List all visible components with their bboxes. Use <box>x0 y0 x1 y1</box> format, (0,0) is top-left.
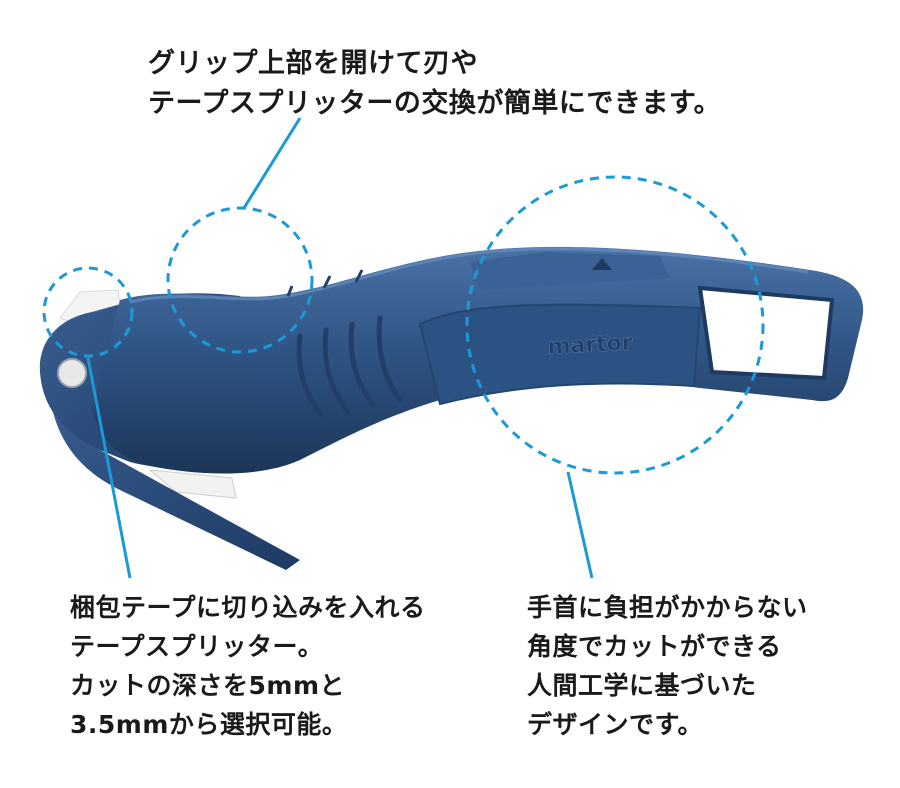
callout-circle-handle <box>465 175 765 475</box>
callout-left-text: 梱包テープに切り込みを入れる テープスプリッター。 カットの深さを5mmと 3.… <box>70 588 426 744</box>
top-notches <box>286 269 364 297</box>
callout-left-line-1: 梱包テープに切り込みを入れる <box>70 593 426 622</box>
splitter-blade-edge <box>148 469 237 499</box>
top-ridge <box>129 247 809 304</box>
callout-right-text: 手首に負担がかからない 角度でカットができる 人間工学に基づいた デザインです。 <box>527 588 808 744</box>
grip-grooves <box>296 315 403 419</box>
leader-line-left <box>86 357 132 579</box>
splitter-arm <box>47 380 300 570</box>
callout-right-line-1: 手首に負担がかからない <box>527 593 808 622</box>
callout-right-line-4: デザインです。 <box>527 710 704 739</box>
callout-left-line-4: 3.5mmから選択可能。 <box>70 710 348 739</box>
slider-cap <box>470 252 670 290</box>
callout-left-line-2: テープスプリッター。 <box>70 632 324 661</box>
callout-top-line-1: グリップ上部を開けて刃や <box>148 48 478 79</box>
leader-line-top <box>242 117 302 209</box>
brand-panel <box>418 303 702 406</box>
callout-top-line-2: テープスプリッターの交換が簡単にできます。 <box>148 88 722 119</box>
pivot-button <box>57 358 87 388</box>
callout-right-line-3: 人間工学に基づいた <box>527 671 757 700</box>
callout-right-line-2: 角度でカットができる <box>527 632 782 661</box>
leader-line-right <box>566 471 594 579</box>
callout-top-text: グリップ上部を開けて刃や テープスプリッターの交換が簡単にできます。 <box>148 44 721 124</box>
brand-logo: martor <box>547 331 633 360</box>
callout-circle-tip <box>42 266 134 358</box>
callout-circle-top <box>166 206 314 354</box>
slider-arrow <box>592 258 612 270</box>
callout-left-line-3: カットの深さを5mmと <box>70 671 345 700</box>
handle-opening-outline <box>697 285 835 381</box>
handle-opening <box>700 288 832 378</box>
